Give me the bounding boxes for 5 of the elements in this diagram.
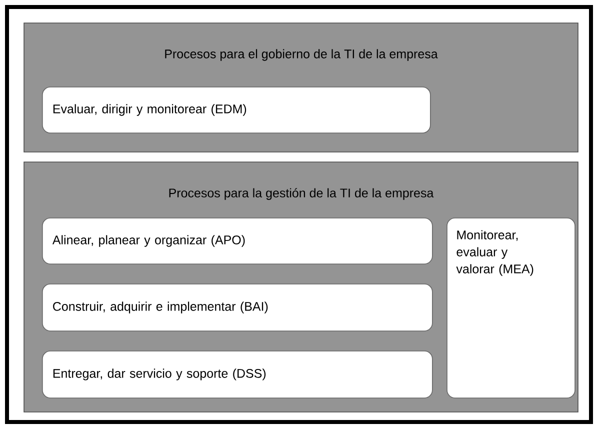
process-box: Construir, adquirir e implementar (BAI) (42, 284, 433, 332)
process-box: Entregar, dar servicio y soporte (DSS) (42, 350, 433, 398)
process-box: Evaluar, dirigir y monitorear (EDM) (42, 86, 431, 134)
process-box: Alinear, planear y organizar (APO) (42, 218, 433, 264)
process-box: Monitorear, evaluar y valorar (MEA) (446, 218, 576, 398)
